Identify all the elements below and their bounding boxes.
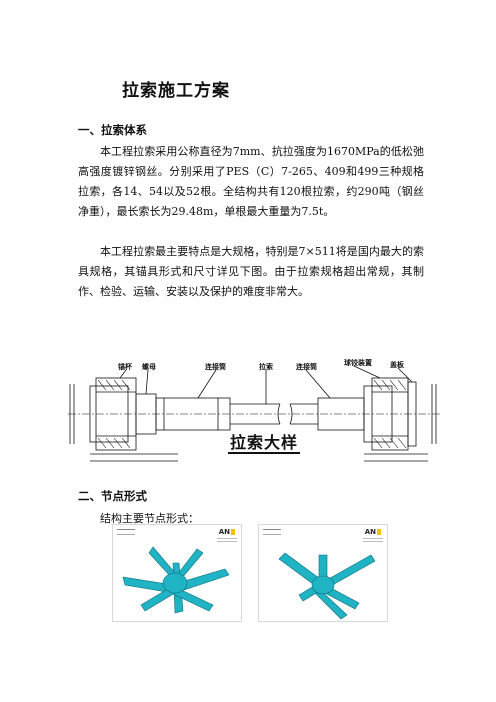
document-title: 拉索施工方案 xyxy=(122,81,230,101)
label-spherical-hinge: 球铰装置 xyxy=(344,359,372,367)
label-cable: 拉索 xyxy=(259,363,273,371)
section-heading-node-form: 二、节点形式 xyxy=(78,489,147,503)
paragraph-cable-features: 本工程拉索最主要特点是大规格，特别是7×511将是国内最大的索具规格，其锚具形式… xyxy=(78,245,424,298)
label-connecting-tube-right: 连接筒 xyxy=(296,363,317,371)
paragraph-cable-spec: 本工程拉索采用公称直径为7mm、抗拉强度为1670MPa的低松弛高强度镀锌钢丝。… xyxy=(78,145,424,218)
caption-underline xyxy=(228,452,300,454)
ansys-logo: AN xyxy=(219,528,235,536)
node-model-shape-2 xyxy=(278,552,376,620)
label-connecting-tube-left: 连接筒 xyxy=(205,363,226,371)
drawing-caption: 拉索大样 xyxy=(230,433,299,452)
node-model-shape-1 xyxy=(122,546,230,614)
paragraph-node-lead: 结构主要节点形式： xyxy=(100,512,199,525)
cable-detail-drawing xyxy=(68,365,440,462)
label-cover-plate: 盖板 xyxy=(390,361,404,369)
node-model-image-2: AN xyxy=(258,524,388,622)
ansys-logo: AN xyxy=(365,528,381,536)
label-anchor-cup: 锚杯 xyxy=(118,363,132,371)
label-nut: 螺母 xyxy=(142,363,156,371)
node-model-image-1: AN xyxy=(112,524,242,622)
section-heading-cable-system: 一、拉索体系 xyxy=(78,123,147,137)
